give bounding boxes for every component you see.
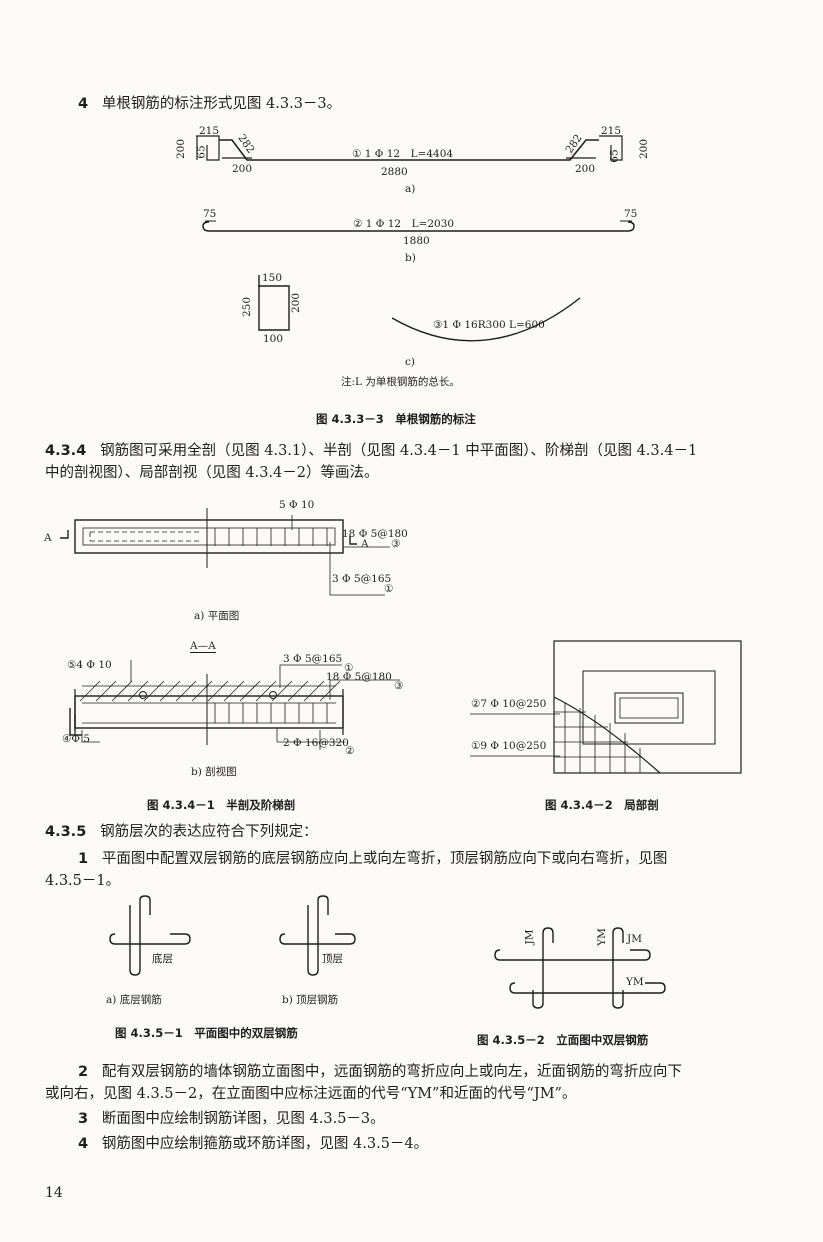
- sub-section: b) 剖视图: [191, 766, 237, 778]
- fig-4-3-3-3-c-drawing: [258, 275, 581, 342]
- sec-r4-label: ④Φ 5: [62, 733, 91, 745]
- item-number: 2: [78, 1064, 89, 1080]
- label-ym-horizontal: YM: [626, 976, 644, 988]
- item-text: 钢筋图中应绘制箍筋或环筋详图，见图 4.3.5－4。: [101, 1136, 429, 1152]
- item-number: 3: [78, 1111, 89, 1127]
- item-number: 1: [78, 851, 89, 867]
- plan-top-label: 5 Φ 10: [279, 499, 315, 511]
- plan-r3-num: ③: [391, 538, 401, 550]
- fig-4-3-5-1-drawing: [109, 895, 356, 976]
- item-text-line1: 配有双层钢筋的墙体钢筋立面图中，远面钢筋的弯折应向上或向左，近面钢筋的弯折应向下: [101, 1064, 682, 1080]
- item-2: 2 配有双层钢筋的墙体钢筋立面图中，远面钢筋的弯折应向上或向左，近面钢筋的弯折应…: [78, 1061, 682, 1083]
- dim-a-len: 2880: [381, 166, 408, 178]
- section-4-3-5: 4.3.5 钢筋层次的表达应符合下列规定：: [45, 821, 318, 843]
- item-4: 4 钢筋图中应绘制箍筋或环筋详图，见图 4.3.5－4。: [78, 1133, 428, 1155]
- item-text: 断面图中应绘制钢筋详图，见图 4.3.5－3。: [101, 1111, 385, 1127]
- item-1-line2: 4.3.5－1。: [45, 873, 121, 889]
- section-title: A—A: [190, 640, 216, 653]
- fig-4-3-5-1-caption: 图 4.3.5－1 平面图中的双层钢筋: [115, 1026, 298, 1040]
- sec-r3-num: ③: [394, 680, 404, 692]
- dim-c-top: 150: [262, 272, 283, 284]
- dim-b-hook-right: 75: [624, 208, 638, 220]
- label-jm-vertical: JM: [523, 929, 536, 945]
- item-4-paragraph: 4 单根钢筋的标注形式见图 4.3.3－3。: [78, 93, 341, 115]
- section-text-line2: 中的剖视图）、局部剖视（见图 4.3.4－2）等画法。: [45, 465, 379, 481]
- label-bottom-layer: 底层: [152, 953, 173, 965]
- item-2-line2: 或向右，见图 4.3.5－2，在立面图中应标注远面的代号“YM”和近面的代号“J…: [45, 1086, 577, 1102]
- fig-4-3-4-1-caption: 图 4.3.4－1 半剖及阶梯剖: [147, 798, 296, 812]
- fig-4-3-3-3-caption: 图 4.3.3－3 单根钢筋的标注: [316, 412, 476, 426]
- rebar-a-label: ① 1 Φ 12 L=4404: [352, 148, 454, 160]
- item-text: 单根钢筋的标注形式见图 4.3.3－3。: [101, 96, 342, 112]
- dim-b-hook-left: 75: [203, 208, 217, 220]
- item-text-line1: 平面图中配置双层钢筋的底层钢筋应向上或向左弯折，顶层钢筋应向下或向右弯折，见图: [101, 851, 668, 867]
- plan-r1-label: 3 Φ 5@165: [332, 573, 392, 585]
- dim-a-right-top: 215: [601, 125, 622, 137]
- label-top-layer: 顶层: [322, 953, 343, 965]
- fig-4-3-4-2-drawing: [470, 640, 742, 774]
- fig-4-3-5-2-drawing: [494, 927, 666, 1009]
- item-1: 1 平面图中配置双层钢筋的底层钢筋应向上或向左弯折，顶层钢筋应向下或向右弯折，见…: [78, 848, 667, 870]
- fig-note: 注:L 为单根钢筋的总长。: [341, 376, 460, 388]
- sec-r2-label: 2 Φ 16@320: [283, 737, 349, 749]
- sec-r3-label: 18 Φ 5@180: [326, 671, 392, 683]
- dim-a-left-bot: 200: [232, 163, 253, 175]
- dim-c-bot: 100: [263, 333, 284, 345]
- item-3: 3 断面图中应绘制钢筋详图，见图 4.3.5－3。: [78, 1108, 385, 1130]
- plan-A-left: A: [44, 532, 52, 544]
- plan-r1-num: ①: [384, 583, 394, 595]
- section-number: 4.3.4: [45, 443, 87, 459]
- plan-A-right: A: [361, 538, 369, 550]
- page-number: 14: [45, 1185, 63, 1201]
- sub-top-layer: b) 顶层钢筋: [282, 994, 339, 1006]
- local-r9-label: ①9 Φ 10@250: [471, 740, 547, 752]
- fig-4-3-4-2-caption: 图 4.3.4－2 局部剖: [545, 798, 659, 812]
- sec-r1-label: 3 Φ 5@165: [283, 653, 343, 665]
- section-4-3-4: 4.3.4 钢筋图可采用全剖（见图 4.3.1）、半剖（见图 4.3.4－1 中…: [45, 440, 697, 462]
- sub-bottom-layer: a) 底层钢筋: [106, 994, 162, 1006]
- dim-a-left-top: 215: [199, 125, 220, 137]
- section-text: 钢筋层次的表达应符合下列规定：: [100, 824, 318, 840]
- fig-4-3-3-3-b-drawing: [202, 220, 635, 232]
- sec-r5-label: ⑤4 Φ 10: [67, 659, 112, 671]
- fig-4-3-5-2-caption: 图 4.3.5－2 立面图中双层钢筋: [477, 1033, 649, 1047]
- sec-r2-num: ②: [345, 745, 355, 757]
- label-ym-vertical: YM: [595, 928, 608, 946]
- item-number: 4: [78, 96, 89, 112]
- sec-r1-num: ①: [344, 662, 354, 674]
- sub-a: a): [405, 183, 416, 195]
- dim-a-right-bot: 200: [575, 163, 596, 175]
- rebar-b-label: ② 1 Φ 12 L=2030: [353, 218, 455, 230]
- fig-4-3-4-1-drawing: [60, 508, 400, 750]
- sub-plan: a) 平面图: [194, 610, 240, 622]
- sub-c: c): [405, 356, 415, 368]
- plan-r3-label: 18 Φ 5@180: [342, 528, 408, 540]
- local-r7-label: ②7 Φ 10@250: [471, 698, 547, 710]
- dim-b-len: 1880: [403, 235, 430, 247]
- section-number: 4.3.5: [45, 824, 87, 840]
- item-number: 4: [78, 1136, 89, 1152]
- sub-b: b): [405, 252, 416, 264]
- rebar-c-label: ③1 Φ 16R300 L=600: [433, 319, 545, 331]
- section-text-line1: 钢筋图可采用全剖（见图 4.3.1）、半剖（见图 4.3.4－1 中平面图）、阶…: [100, 443, 698, 459]
- fig-4-3-3-3-drawing: [196, 135, 623, 161]
- label-jm-horizontal: JM: [627, 933, 642, 945]
